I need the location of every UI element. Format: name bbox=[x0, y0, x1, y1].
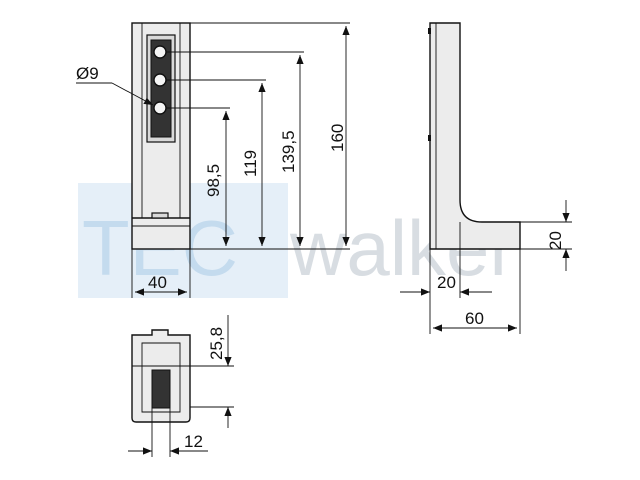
front-foot-tab bbox=[151, 212, 169, 219]
dim-label-98-5: 98,5 bbox=[204, 164, 223, 197]
side-notch-bottom bbox=[428, 135, 431, 141]
hole-middle bbox=[153, 73, 167, 87]
side-notch-top bbox=[428, 28, 431, 34]
side-body bbox=[429, 22, 521, 250]
dim-label-25-8: 25,8 bbox=[207, 327, 226, 360]
dim-label-119: 119 bbox=[241, 150, 260, 177]
dim-label-12: 12 bbox=[184, 432, 203, 451]
hole-bottom bbox=[153, 101, 167, 115]
bottom-slot bbox=[151, 369, 171, 409]
dim-label-thickness-20: 20 bbox=[437, 273, 456, 292]
bottom-view: 25,8 12 bbox=[128, 315, 234, 457]
dim-label-height-20: 20 bbox=[546, 231, 565, 250]
hole-top bbox=[153, 45, 167, 59]
dim-label-160: 160 bbox=[328, 124, 347, 152]
side-view: 20 20 60 bbox=[400, 22, 572, 334]
diameter-leader bbox=[111, 82, 154, 106]
bottom-inner-frame bbox=[141, 342, 181, 413]
front-view: Ø9 98,5 119 139,5 160 40 bbox=[76, 22, 350, 298]
hole-diameter-label: Ø9 bbox=[76, 64, 99, 83]
dim-label-40: 40 bbox=[148, 273, 167, 292]
dim-label-depth-60: 60 bbox=[465, 309, 484, 328]
dim-label-139-5: 139,5 bbox=[279, 130, 298, 173]
